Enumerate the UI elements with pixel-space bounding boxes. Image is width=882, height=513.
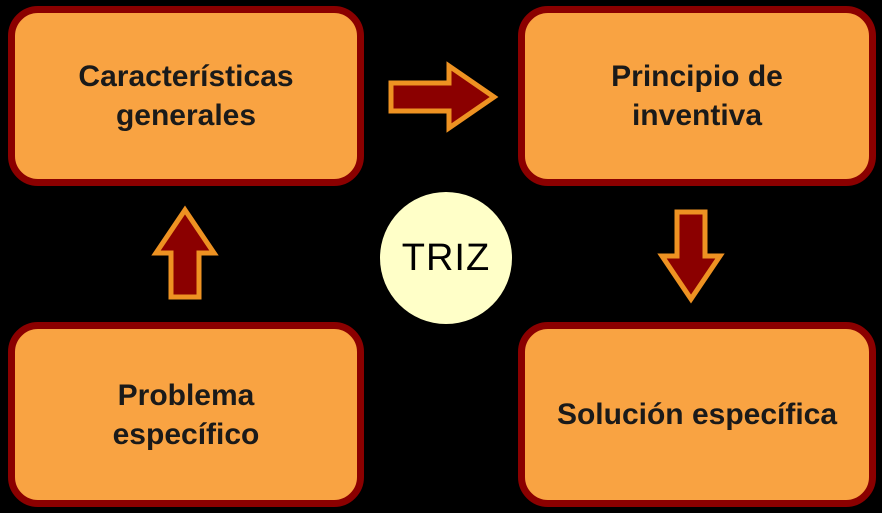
arrow-right-icon <box>386 60 500 134</box>
triz-label: TRIZ <box>401 236 491 279</box>
arrow-up-icon <box>150 205 220 301</box>
triz-circle: TRIZ <box>380 192 512 324</box>
node-label: Principio de inventiva <box>611 60 783 132</box>
node-problema-especifico: Problema específico <box>8 322 364 507</box>
arrow-down-icon <box>656 208 726 304</box>
node-caracteristicas-generales: Características generales <box>8 6 364 186</box>
node-label: Solución específica <box>556 398 838 431</box>
node-solucion-especifica: Solución específica <box>518 322 876 507</box>
node-label: Características generales <box>78 60 294 132</box>
node-label: Problema específico <box>112 378 260 451</box>
node-principio-de-inventiva: Principio de inventiva <box>518 6 876 186</box>
